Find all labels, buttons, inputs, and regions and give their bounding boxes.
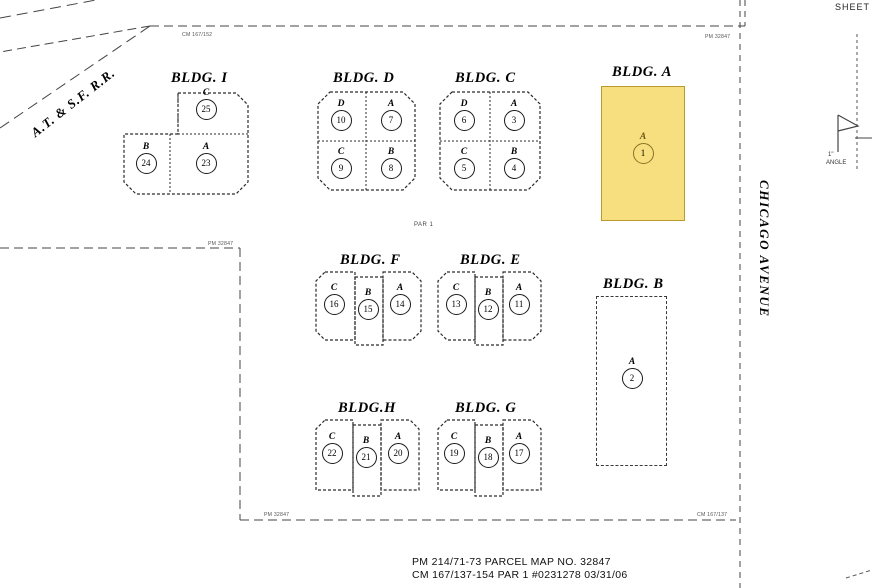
sheet-label: SHEET [834,2,870,12]
map-citation: PM 214/71-73 PARCEL MAP NO. 32847 CM 167… [412,556,628,581]
building-title-c: BLDG. C [455,70,516,86]
citation-line-1: PM 214/71-73 PARCEL MAP NO. 32847 [412,556,611,568]
survey-note-bottom-right: CM 167/137 [697,512,728,518]
legend-scale-label: 1" [828,152,834,158]
legend-angle-note: ANGLE [826,160,847,166]
parcel-label-par1: PAR 1 [414,222,434,228]
bottom-right-fragment [845,569,872,579]
building-title-d: BLDG. D [333,70,395,86]
boundary-top-left-diagonal [0,25,151,53]
survey-note-mid-left: PM 32847 [208,241,234,247]
building-title-h: BLDG.H [338,400,396,416]
building-title-g: BLDG. G [455,400,517,416]
survey-note-top-left: CM 167/152 [182,32,213,38]
north-arrow-head [837,114,860,132]
railroad-line-lower [0,25,151,129]
building-title-f: BLDG. F [340,252,401,268]
survey-note-bottom-left: PM 32847 [264,512,290,518]
railroad-line-upper [0,0,99,19]
building-shape-a-highlighted[interactable] [601,86,685,221]
building-title-a: BLDG. A [612,64,673,80]
survey-note-top-right: PM 32847 [705,34,731,40]
citation-line-2: CM 167/137-154 PAR 1 #0231278 03/31/06 [412,568,628,581]
building-title-b: BLDG. B [603,276,664,292]
building-shape-b[interactable] [596,296,667,466]
building-title-i: BLDG. I [171,70,228,86]
building-title-e: BLDG. E [460,252,521,268]
